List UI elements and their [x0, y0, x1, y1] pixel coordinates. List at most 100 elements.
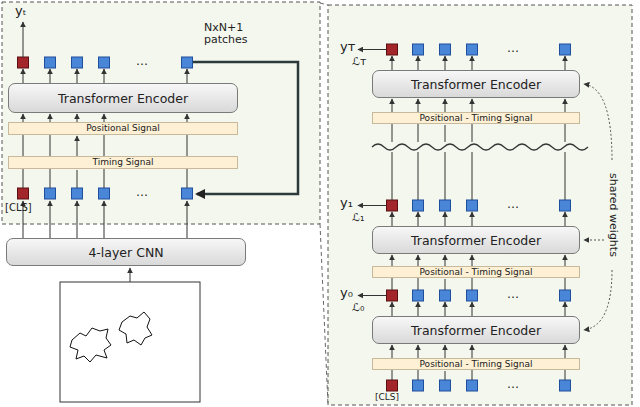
flow-arrow [392, 56, 393, 70]
flow-arrow [418, 56, 419, 70]
output-label: yₜ [15, 4, 27, 18]
token-label: [CLS] [5, 202, 32, 213]
patch-token [413, 44, 424, 55]
ellipsis: … [136, 55, 148, 68]
flow-arrow [23, 69, 24, 83]
shared-weight-arrow [584, 84, 612, 160]
flow-connector [445, 345, 446, 358]
flow-arrow [565, 212, 566, 226]
encoder-box: Transformer Encoder [372, 70, 580, 98]
signal-band: Timing Signal [8, 156, 238, 169]
cls-token [387, 44, 398, 55]
shared-weight-arrow [584, 270, 612, 330]
right-panel [328, 5, 632, 405]
node-text: Transformer Encoder [411, 323, 541, 338]
flow-line [445, 371, 446, 380]
flow-line [77, 170, 78, 188]
ellipsis: … [507, 198, 519, 211]
flow-arrow [445, 56, 446, 70]
flow-arrow [392, 302, 393, 316]
cls-token [18, 188, 29, 199]
node-text: Timing Signal [93, 158, 154, 167]
flow-arrow [445, 212, 446, 226]
flow-arrow [418, 302, 419, 316]
flow-arrow [77, 201, 78, 238]
input-image [60, 282, 200, 402]
patch-token [182, 188, 193, 199]
patch-token [467, 44, 478, 55]
flow-arrow [472, 302, 473, 316]
flow-arrow [472, 212, 473, 226]
patch-token [440, 290, 451, 301]
node-text: Transformer Encoder [411, 77, 541, 92]
patch-token [560, 380, 571, 391]
note-label: NxN+1 patches [204, 22, 262, 46]
flow-line [392, 152, 565, 200]
patch-token [467, 200, 478, 211]
shared-weight-arrow [584, 240, 604, 241]
cnn-box: 4-layer CNN [6, 238, 246, 266]
flow-arrow [565, 302, 566, 316]
zoom-line [320, 224, 328, 405]
flow-line [445, 125, 446, 142]
cls-token [387, 200, 398, 211]
cls-token [387, 290, 398, 301]
output-arrow [23, 22, 24, 57]
signal-band: Positional Signal [8, 122, 238, 135]
node-text: Positional - Timing Signal [420, 114, 533, 123]
output-label: yᴛ [340, 40, 355, 54]
break-squiggle [372, 144, 588, 150]
loss-label: ℒᴛ [352, 56, 366, 68]
flow-arrow [565, 56, 566, 70]
node-text: 4-layer CNN [88, 245, 163, 260]
flow-arrow [104, 201, 105, 238]
cls-token [387, 380, 398, 391]
patch-token [99, 188, 110, 199]
patch-token [467, 380, 478, 391]
cls-token [18, 57, 29, 68]
signal-band: Positional - Timing Signal [372, 266, 580, 278]
flow-arrow [50, 201, 51, 238]
patch-token [99, 57, 110, 68]
output-arrow [358, 49, 386, 50]
shape-outline [119, 312, 152, 345]
flow-arrow [77, 69, 78, 83]
left-panel [2, 2, 320, 224]
ellipsis: … [507, 288, 519, 301]
flow-line [445, 279, 446, 290]
patch-token [413, 200, 424, 211]
flow-connector [77, 136, 78, 156]
patch-token [440, 200, 451, 211]
patch-token [45, 188, 56, 199]
patch-token [72, 188, 83, 199]
flow-arrow [187, 69, 188, 83]
patch-token [560, 290, 571, 301]
ellipsis: … [507, 42, 519, 55]
patch-token [440, 380, 451, 391]
flow-arrow [104, 69, 105, 83]
patch-token [467, 290, 478, 301]
patch-token [45, 57, 56, 68]
loss-label: ℒ₁ [352, 212, 364, 224]
signal-band: Positional - Timing Signal [372, 358, 580, 370]
loss-label: ℒ₀ [352, 302, 364, 314]
rotated-note: shared weights [605, 163, 619, 267]
token-label: [CLS] [375, 393, 399, 403]
flow-arrow [50, 69, 51, 83]
output-arrow [358, 295, 386, 296]
node-text: Positional - Timing Signal [420, 360, 533, 369]
shape-outline [70, 328, 111, 362]
node-text: Positional Signal [86, 124, 160, 133]
patch-token [440, 44, 451, 55]
node-text: Positional - Timing Signal [420, 268, 533, 277]
node-text: Transformer Encoder [58, 91, 188, 106]
flow-arrow [445, 302, 446, 316]
flow-arrow [392, 212, 393, 226]
patch-token [560, 200, 571, 211]
flow-arrow [472, 56, 473, 70]
encoder-box: Transformer Encoder [8, 83, 238, 113]
patch-token [560, 44, 571, 55]
output-label: y₁ [340, 196, 353, 210]
